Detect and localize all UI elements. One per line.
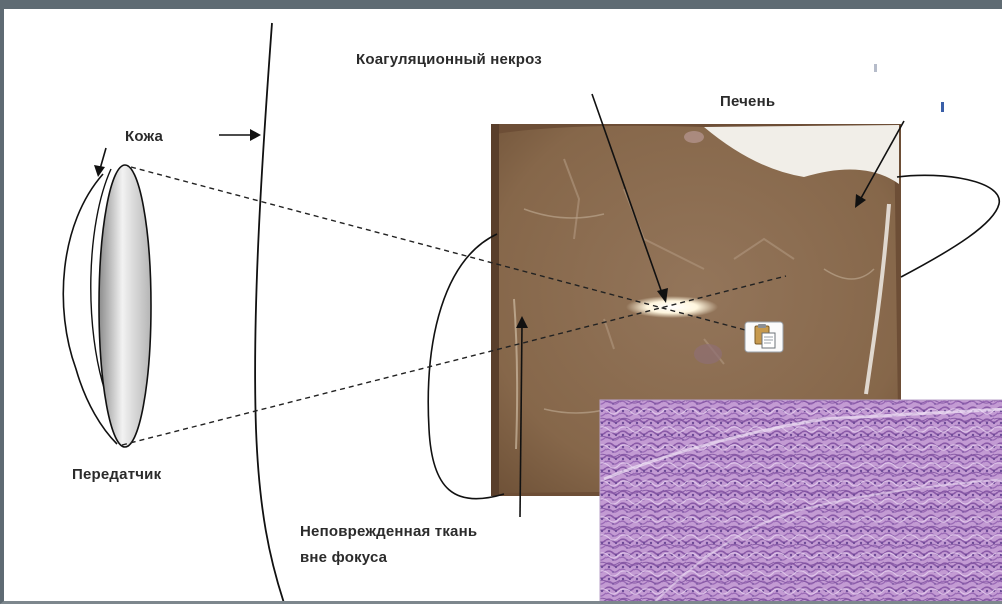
label-skin: Кожа xyxy=(125,126,163,148)
label-liver: Печень xyxy=(720,91,775,113)
transducer-arrow xyxy=(94,148,106,177)
label-undamaged-tissue-line1: Неповрежденная ткань xyxy=(300,519,477,545)
transducer-lens xyxy=(63,165,151,447)
label-coagulation-necrosis: Коагуляционный некроз xyxy=(356,49,542,71)
necrosis-spot xyxy=(626,296,718,318)
histology-image xyxy=(600,400,1002,604)
slide-speck xyxy=(874,64,877,72)
label-undamaged-tissue-line2: вне фокуса xyxy=(300,545,477,571)
slide-speck xyxy=(941,102,944,112)
skin-line xyxy=(255,23,286,604)
label-transducer: Передатчик xyxy=(72,464,161,486)
paste-options-icon[interactable] xyxy=(744,321,784,353)
ultrasound-ablation-diagram xyxy=(4,9,1002,604)
label-undamaged-tissue: Неповрежденная ткань вне фокуса xyxy=(300,519,477,571)
skin-arrow xyxy=(219,129,261,141)
liver-outline-right xyxy=(897,175,999,277)
